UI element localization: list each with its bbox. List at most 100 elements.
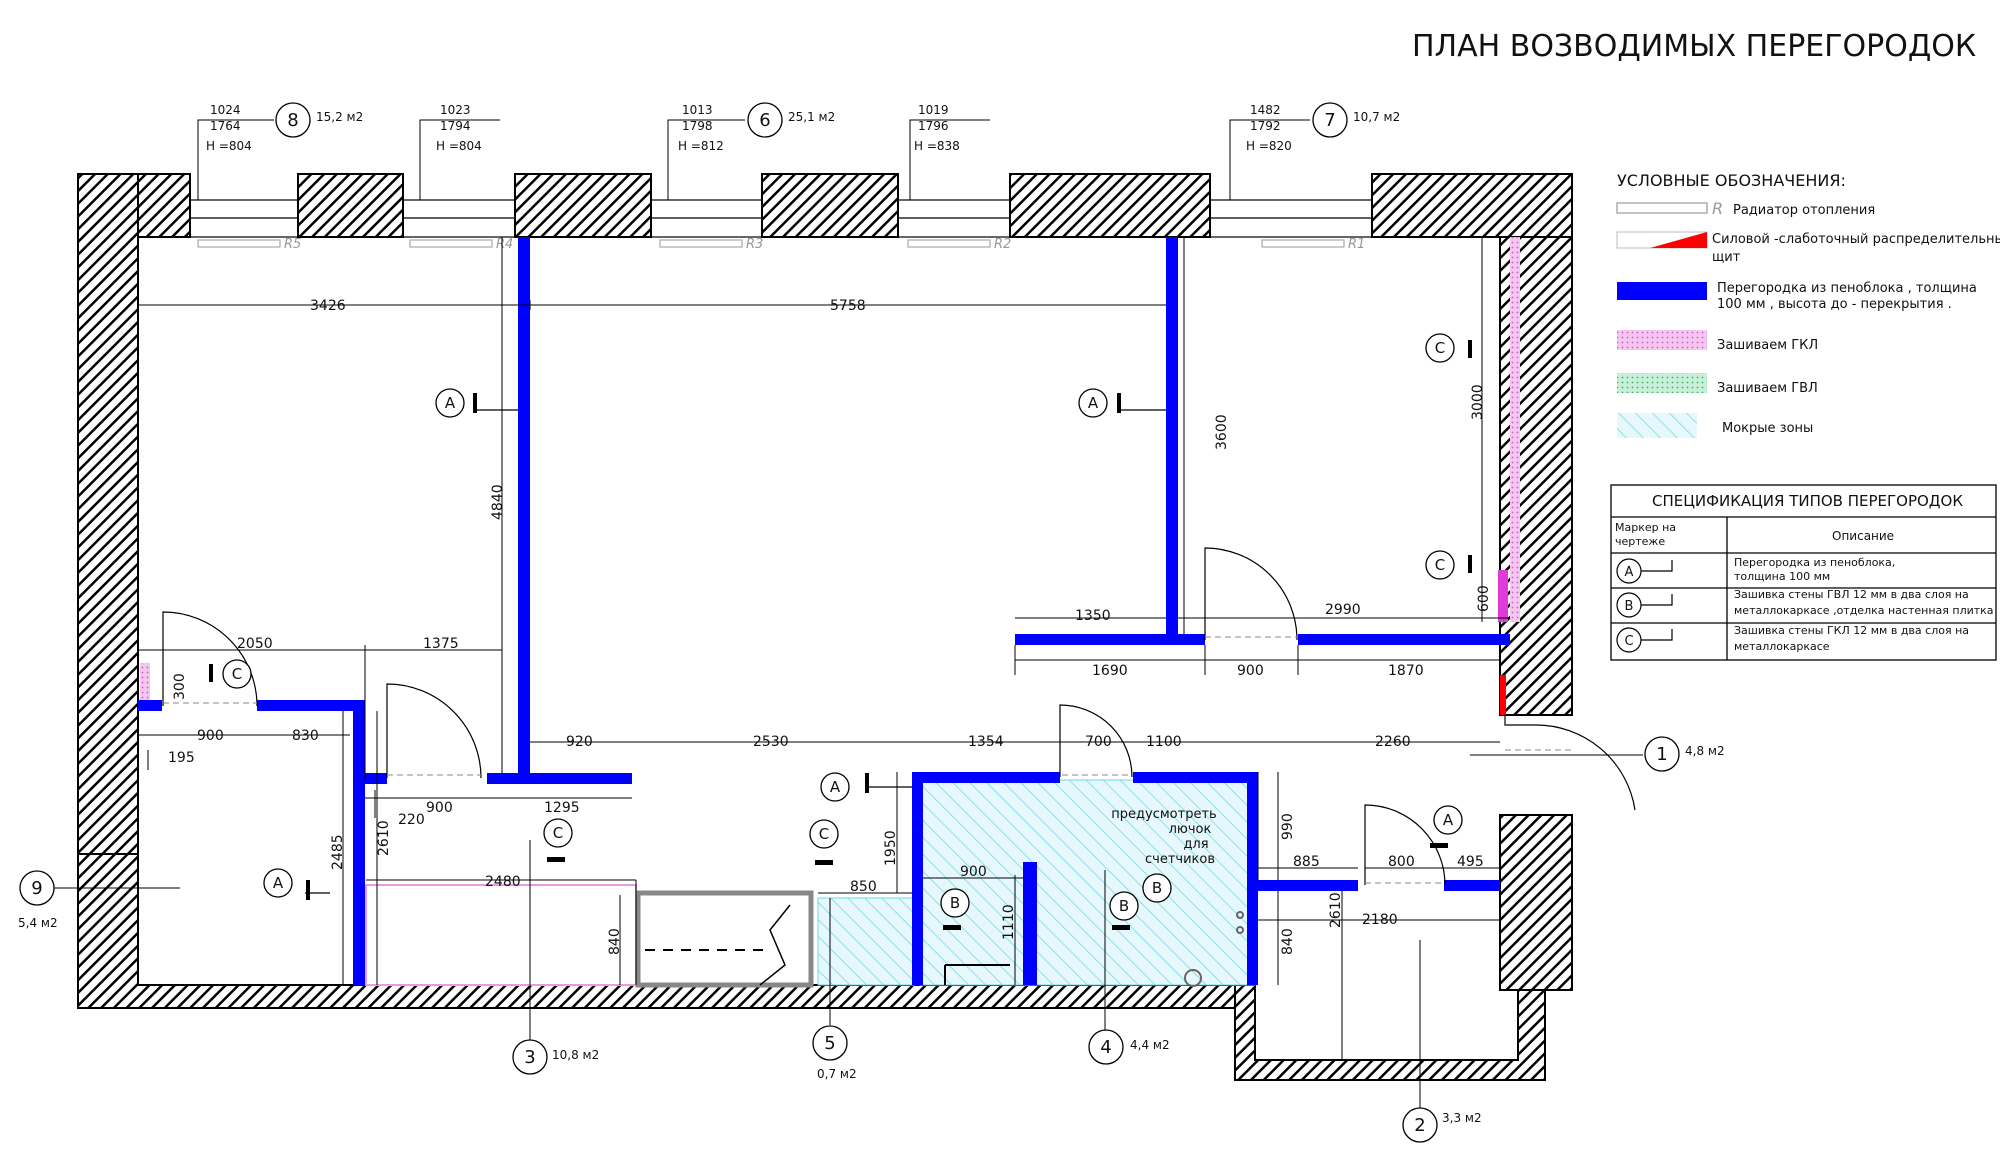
room-number: 9	[31, 878, 42, 899]
marker-label: А	[1088, 394, 1099, 412]
legend-swatches	[1616, 202, 1708, 438]
partitions-type-a	[138, 237, 1510, 985]
room-number: 5	[824, 1033, 835, 1054]
dimension-label: 1295	[544, 800, 580, 816]
spec-col-marker: чертеже	[1615, 535, 1665, 548]
spec-row-marker: С	[1624, 634, 1633, 649]
marker-label: С	[232, 665, 242, 683]
wet-zone	[817, 897, 915, 986]
page-title: ПЛАН ВОЗВОДИМЫХ ПЕРЕГОРОДОК	[1412, 29, 1976, 64]
dimension-label: 1110	[1001, 904, 1017, 940]
dimension-lines	[138, 237, 1510, 1060]
legend-gvl: Зашиваем ГВЛ	[1717, 381, 1818, 396]
room-number: 7	[1324, 110, 1335, 131]
window-height: 1798	[682, 119, 713, 133]
room-number: 2	[1414, 1115, 1425, 1136]
spec-row-desc: Зашивка стены ГКЛ 12 мм в два слоя на	[1734, 624, 1969, 637]
marker-label: С	[819, 825, 829, 843]
dimension-label: 4840	[490, 484, 506, 520]
dimension-label: 900	[197, 728, 224, 744]
legend-partition: Перегородка из пеноблока , толщина	[1717, 281, 1977, 296]
room-area: 15,2 м2	[316, 110, 363, 124]
spec-row-desc: металлокаркасе	[1734, 640, 1830, 653]
marker-label: В	[1152, 879, 1162, 897]
legend-partition: 100 мм , высота до - перекрытия .	[1717, 297, 1952, 312]
dimension-label: 2530	[753, 734, 789, 750]
dimension-label: 2050	[237, 636, 273, 652]
dimension-label: 830	[292, 728, 319, 744]
gkl-cladding	[140, 663, 150, 703]
window-width: 1013	[682, 103, 713, 117]
dimension-label: 885	[1293, 854, 1320, 870]
window-sill-height: Н =820	[1246, 139, 1292, 153]
room-number: 4	[1100, 1037, 1111, 1058]
window-sill-height: Н =812	[678, 139, 724, 153]
window-callouts	[197, 119, 1310, 200]
spec-title: СПЕЦИФИКАЦИЯ ТИПОВ ПЕРЕГОРОДОК	[1652, 492, 1963, 510]
marker-ticks	[209, 340, 1472, 930]
window-width: 1019	[918, 103, 949, 117]
marker-label: А	[1443, 811, 1454, 829]
dimension-label: 1950	[883, 830, 899, 866]
dimension-label: 1350	[1075, 608, 1111, 624]
dimension-label: 2990	[1325, 602, 1361, 618]
dimension-label: 1690	[1092, 663, 1128, 679]
room-area: 10,7 м2	[1353, 110, 1400, 124]
marker-label: С	[1435, 556, 1445, 574]
room-circles	[19, 102, 1680, 1143]
dimension-label: 850	[850, 879, 877, 895]
dimension-label: 2485	[330, 834, 346, 870]
spec-row-desc: Зашивка стены ГВЛ 12 мм в два слоя на	[1734, 588, 1969, 601]
dimension-label: 840	[607, 928, 623, 955]
dimension-label: 220	[398, 812, 425, 828]
legend-heading: УСЛОВНЫЕ ОБОЗНАЧЕНИЯ:	[1617, 171, 1846, 190]
marker-label: В	[1119, 897, 1129, 915]
legend-radiator-symbol: R	[1712, 199, 1723, 218]
dimension-label: 5758	[830, 298, 866, 314]
dimension-label: 840	[1280, 928, 1296, 955]
door-thresholds	[163, 636, 1572, 884]
legend-gkl: Зашиваем ГКЛ	[1717, 338, 1818, 353]
marker-circles	[222, 333, 1463, 921]
dimension-label: 900	[426, 800, 453, 816]
radiator-label: R1	[1348, 237, 1365, 252]
dimension-label: 2180	[1362, 912, 1398, 928]
room-area: 10,8 м2	[552, 1048, 599, 1062]
dimension-label: 600	[1476, 585, 1492, 612]
window-width: 1023	[440, 103, 471, 117]
dimension-label: 195	[168, 750, 195, 766]
room-number: 6	[759, 110, 770, 131]
dimension-label: 300	[172, 673, 188, 700]
room-area: 4,4 м2	[1130, 1038, 1170, 1052]
spec-table	[1610, 484, 1997, 661]
dimension-label: 3600	[1214, 414, 1230, 450]
window-height: 1794	[440, 119, 471, 133]
legend-wet: Мокрые зоны	[1722, 421, 1813, 436]
marker-label: С	[1435, 339, 1445, 357]
dimension-label: 700	[1085, 734, 1112, 750]
dimension-label: 495	[1457, 854, 1484, 870]
spec-row-desc: металлокаркасе ,отделка настенная плитка	[1734, 604, 1994, 617]
marker-label: А	[830, 778, 841, 796]
dimension-label: 1354	[968, 734, 1004, 750]
gkl-cladding	[1498, 570, 1508, 622]
note-text: для	[1183, 837, 1208, 852]
dimension-label: 920	[566, 734, 593, 750]
radiator-label: R2	[994, 237, 1011, 252]
marker-label: С	[553, 824, 563, 842]
note-text: счетчиков	[1145, 852, 1215, 867]
room-area: 3,3 м2	[1442, 1111, 1482, 1125]
dimension-label: 2260	[1375, 734, 1411, 750]
room-number: 1	[1656, 744, 1667, 765]
note-text: предусмотреть	[1111, 807, 1216, 822]
marker-label: В	[950, 894, 960, 912]
dimension-label: 1100	[1146, 734, 1182, 750]
spec-marker-symbols	[1616, 558, 1673, 653]
window-sill-height: Н =838	[914, 139, 960, 153]
spec-col-desc: Описание	[1832, 529, 1894, 543]
partition-markers	[305, 409, 1166, 894]
wet-zone	[919, 779, 1256, 986]
spec-row-desc: толщина 100 мм	[1734, 570, 1830, 583]
legend-panel: Силовой -слаботочный распределительный	[1712, 232, 2000, 247]
distribution-panel-mark	[1500, 675, 1506, 715]
